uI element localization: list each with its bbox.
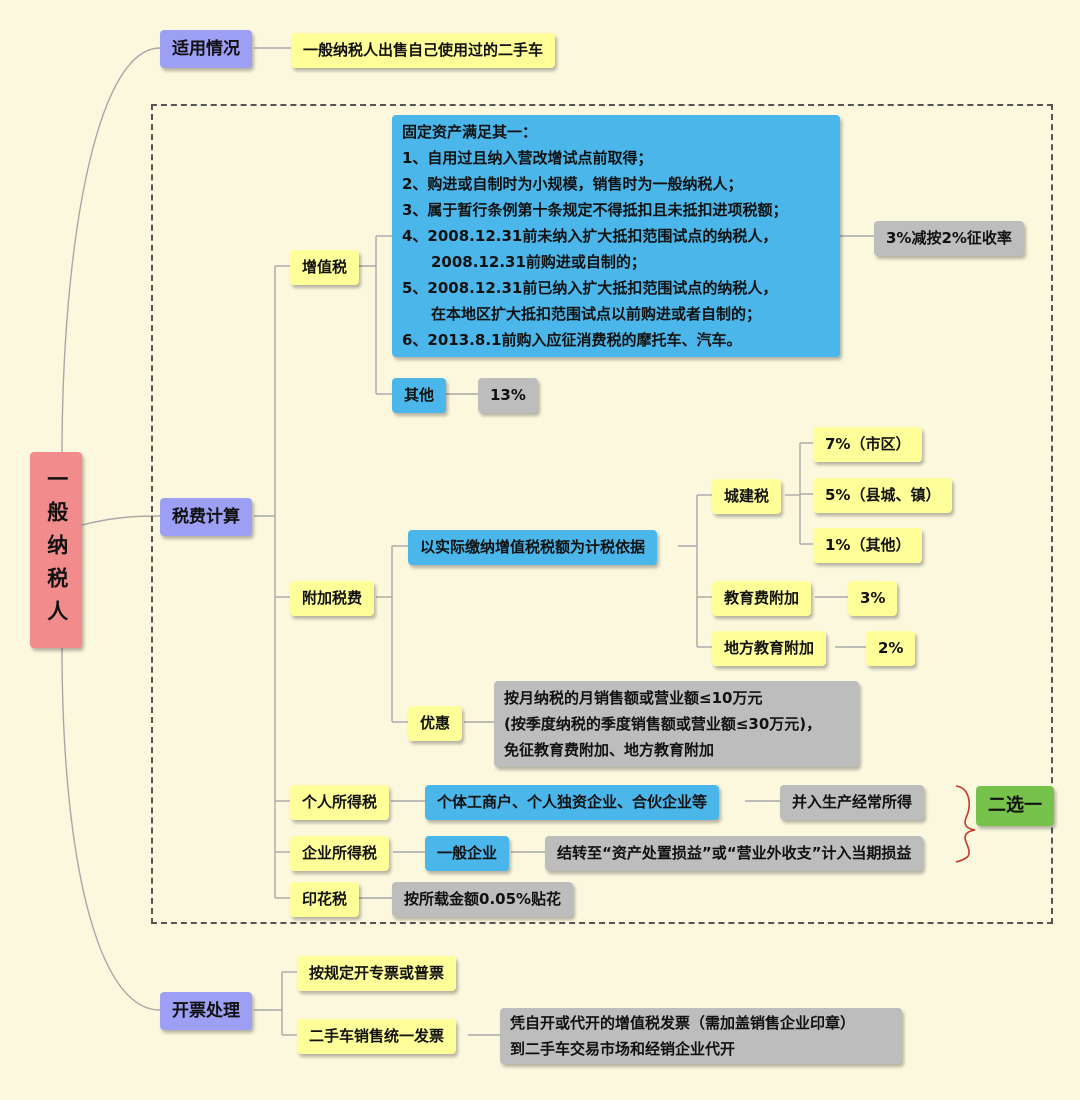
invoicing-item-1: 按规定开专票或普票: [297, 956, 457, 992]
stamp-tax-content: 按所载金额0.05%贴花: [392, 882, 574, 918]
used-car-invoice-content: 凭自开或代开的增值税发票（需加盖销售企业印章） 到二手车交易市场和经销企业代开: [500, 1008, 902, 1064]
vat-node[interactable]: 增值税: [290, 250, 360, 286]
urban-rate-other: 1%（其他）: [813, 528, 923, 564]
corporate-income-tax-node[interactable]: 企业所得税: [290, 836, 390, 872]
personal-income-treatment: 并入生产经常所得: [780, 785, 925, 821]
corporate-income-entity: 一般企业: [425, 836, 510, 872]
discount-content: 按月纳税的月销售额或营业额≤10万元 (按季度纳税的季度销售额或营业额≤30万元…: [494, 681, 859, 767]
local-edu-rate: 2%: [866, 631, 916, 667]
root-node[interactable]: 一般纳税人: [30, 452, 82, 648]
urban-tax-node[interactable]: 城建税: [712, 479, 782, 515]
personal-income-entity: 个体工商户、个人独资企业、合伙企业等: [425, 785, 720, 821]
choose-one-badge: 二选一: [976, 786, 1054, 826]
personal-income-tax-node[interactable]: 个人所得税: [290, 785, 390, 821]
stamp-tax-node[interactable]: 印花税: [290, 882, 360, 918]
invoicing-node[interactable]: 开票处理: [160, 992, 252, 1031]
vat-other-node[interactable]: 其他: [392, 378, 447, 414]
tax-calc-region: [151, 104, 1053, 924]
edu-surcharge-node[interactable]: 教育费附加: [712, 581, 812, 617]
surcharge-basis: 以实际缴纳增值税税额为计税依据: [408, 530, 658, 566]
edu-surcharge-rate: 3%: [848, 581, 898, 617]
choose-one-bracket: [955, 785, 976, 863]
applicable-node[interactable]: 适用情况: [160, 30, 252, 69]
vat-conditions: 固定资产满足其一： 1、自用过且纳入营改增试点前取得； 2、购进或自制时为小规模…: [392, 115, 840, 357]
urban-rate-county: 5%（县城、镇）: [813, 478, 953, 514]
tax-calc-node[interactable]: 税费计算: [160, 498, 252, 537]
vat-conditions-rate: 3%减按2%征收率: [874, 221, 1024, 257]
root-label: 一般纳税人: [44, 467, 69, 633]
urban-rate-city: 7%（市区）: [813, 427, 923, 463]
applicable-content: 一般纳税人出售自己使用过的二手车: [291, 33, 556, 69]
surcharge-node[interactable]: 附加税费: [290, 581, 375, 617]
vat-other-rate: 13%: [478, 378, 538, 414]
discount-node[interactable]: 优惠: [408, 706, 463, 742]
corporate-income-treatment: 结转至“资产处置损益”或“营业外收支”计入当期损益: [545, 836, 924, 872]
used-car-invoice-node[interactable]: 二手车销售统一发票: [297, 1019, 457, 1055]
local-edu-node[interactable]: 地方教育附加: [712, 631, 827, 667]
